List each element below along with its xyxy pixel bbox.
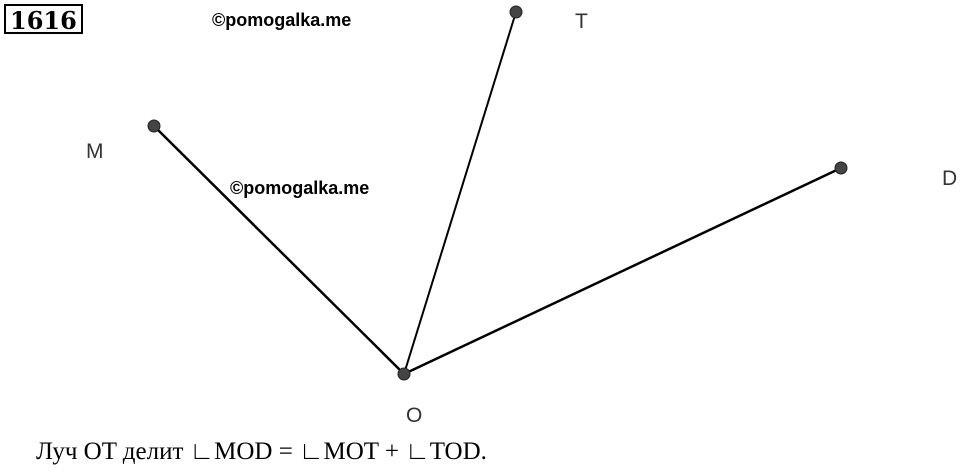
- watermark-top: ©pomogalka.me: [212, 10, 352, 30]
- caption: Луч OT делит ∟MOD = ∟MOT + ∟TOD.: [36, 438, 487, 465]
- ray-od: [403, 166, 842, 376]
- point-o: [397, 367, 411, 381]
- label-m: M: [86, 140, 104, 163]
- problem-number: 1616: [4, 4, 83, 35]
- ray-om: [153, 125, 405, 375]
- point-d: [834, 161, 848, 175]
- label-t: T: [575, 10, 588, 33]
- ray-ot: [403, 11, 517, 375]
- watermark-middle: ©pomogalka.me: [230, 178, 370, 198]
- label-d: D: [942, 167, 957, 190]
- label-o: O: [406, 404, 422, 427]
- point-t: [509, 5, 523, 19]
- point-m: [147, 119, 161, 133]
